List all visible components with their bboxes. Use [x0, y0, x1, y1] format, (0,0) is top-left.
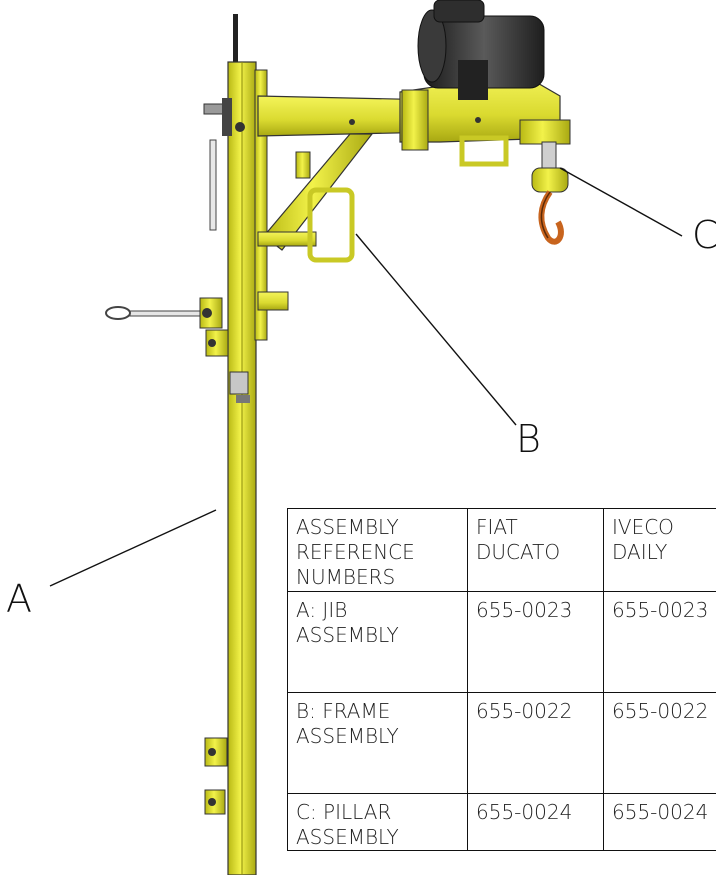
winch-motor	[417, 0, 545, 100]
frame-strut	[257, 133, 374, 311]
table-cell: A: JIB ASSEMBLY	[287, 591, 468, 693]
table-cell: C: PILLAR ASSEMBLY	[287, 793, 468, 851]
top-lever	[203, 98, 245, 231]
header-text: ASSEMBLY REFERENCE NUMBERS	[296, 515, 415, 589]
cell-text: C: PILLAR ASSEMBLY	[296, 800, 399, 849]
table-cell: B: FRAME ASSEMBLY	[287, 692, 468, 794]
cell-text: B: FRAME ASSEMBLY	[296, 699, 399, 748]
cell-text: 655-0023	[476, 598, 573, 622]
cell-text: 655-0022	[612, 699, 709, 723]
callout-label-c: C	[692, 213, 716, 257]
cell-text: 655-0024	[476, 800, 573, 824]
pillar-brackets	[204, 329, 249, 815]
header-text: FIAT DUCATO	[476, 515, 561, 564]
table-row: C: PILLAR ASSEMBLY 655-0024 655-0024	[287, 793, 716, 851]
table-cell: 655-0024	[467, 793, 604, 851]
jib-arm	[257, 73, 571, 167]
cell-text: A: JIB ASSEMBLY	[296, 598, 399, 647]
cell-text: 655-0022	[476, 699, 573, 723]
hook-block	[531, 141, 569, 245]
cell-text: 655-0023	[612, 598, 709, 622]
table-row: A: JIB ASSEMBLY 655-0023 655-0023	[287, 591, 716, 693]
cell-text: 655-0024	[612, 800, 709, 824]
table-cell: 655-0023	[603, 591, 716, 693]
header-cell-iveco: IVECO DAILY	[603, 508, 716, 592]
callout-label-b: B	[516, 417, 541, 461]
table-cell: 655-0022	[603, 692, 716, 794]
callout-label-a: A	[6, 577, 32, 621]
table-cell: 655-0022	[467, 692, 604, 794]
table-cell: 655-0023	[467, 591, 604, 693]
header-text: IVECO DAILY	[612, 515, 674, 564]
table-header-row: ASSEMBLY REFERENCE NUMBERS FIAT DUCATO I…	[287, 508, 716, 592]
locking-pin	[105, 297, 223, 329]
table-row: B: FRAME ASSEMBLY 655-0022 655-0022	[287, 692, 716, 794]
header-cell-assembly: ASSEMBLY REFERENCE NUMBERS	[287, 508, 468, 592]
table-cell: 655-0024	[603, 793, 716, 851]
pillar	[227, 61, 268, 875]
assembly-reference-table: ASSEMBLY REFERENCE NUMBERS FIAT DUCATO I…	[287, 508, 716, 851]
pillar-top-rod	[233, 14, 238, 66]
header-cell-fiat: FIAT DUCATO	[467, 508, 604, 592]
leader-lines	[49, 167, 683, 587]
